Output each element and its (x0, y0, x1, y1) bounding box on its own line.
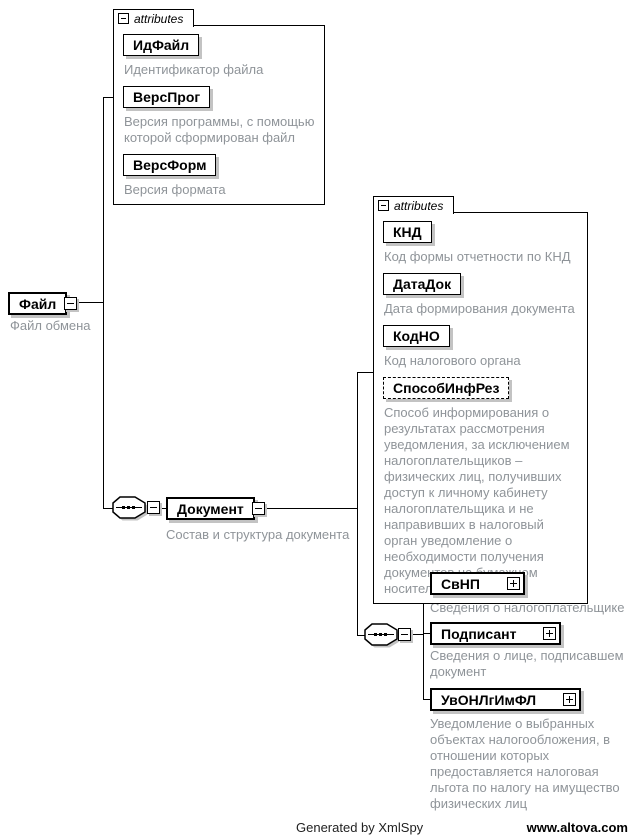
attribute-name-box[interactable]: ВерсФорм (123, 154, 217, 176)
altova-link[interactable]: www.altova.com (526, 820, 628, 835)
element-svnp[interactable]: СвНП (430, 572, 525, 595)
connector-line (160, 508, 170, 509)
collapse-minus-icon[interactable] (378, 200, 389, 211)
sequence-icon[interactable] (361, 620, 401, 650)
attr-kod-no: КодНО Код налогового органа (383, 325, 578, 369)
connector-line (60, 302, 103, 303)
connector-line (357, 372, 358, 636)
element-document[interactable]: Документ (166, 497, 265, 520)
document-attributes-tab: attributes (373, 196, 455, 214)
attribute-name-box[interactable]: ВерсПрог (123, 86, 211, 108)
expand-plus-icon[interactable] (543, 626, 557, 640)
collapse-minus-icon[interactable] (118, 13, 129, 24)
element-annotation: Уведомление о выбранных объектах налогоо… (430, 716, 620, 811)
connector-line (103, 97, 104, 509)
attributes-tab-label: attributes (394, 198, 444, 213)
attr-id-file: ИдФайл Идентификатор файла (123, 34, 315, 78)
element-uvonlgimfl[interactable]: УвОНЛгИмФЛ (430, 688, 582, 711)
element-annotation: Состав и структура документа (166, 527, 350, 542)
attribute-name-box-optional[interactable]: СпособИнфРез (383, 377, 510, 399)
element-podpisant[interactable]: Подписант (430, 622, 562, 645)
collapse-minus-icon[interactable] (147, 501, 160, 514)
connector-line (423, 699, 435, 700)
attr-knd: КНД Код формы отчетности по КНД (383, 221, 578, 265)
connector-line (410, 634, 424, 635)
element-label: УвОНЛгИмФЛ (441, 691, 537, 708)
element-label: Документ (177, 500, 244, 517)
attribute-annotation: Код формы отчетности по КНД (384, 249, 571, 264)
document-attributes-group: attributes КНД Код формы отчетности по К… (373, 196, 588, 604)
attribute-name-box[interactable]: КодНО (383, 325, 450, 347)
collapse-minus-icon[interactable] (64, 296, 78, 310)
attribute-name-box[interactable]: ДатаДок (383, 273, 462, 295)
attr-data-dok: ДатаДок Дата формирования документа (383, 273, 578, 317)
sequence-icon[interactable] (109, 493, 149, 523)
expand-plus-icon[interactable] (506, 576, 520, 590)
generated-by-label: Generated by XmlSpy (296, 820, 424, 835)
attribute-name-box[interactable]: ИдФайл (123, 34, 200, 56)
attr-vers-prog: ВерсПрог Версия программы, с помощью кот… (123, 86, 315, 146)
file-attributes-tab: attributes (113, 9, 195, 27)
connector-line (357, 372, 374, 373)
element-annotation: Файл обмена (10, 318, 91, 333)
connector-line (103, 508, 114, 509)
collapse-minus-icon[interactable] (251, 501, 265, 515)
attribute-name-box[interactable]: КНД (383, 221, 432, 243)
attr-vers-form: ВерсФорм Версия формата (123, 154, 315, 198)
attribute-annotation: Код налогового органа (384, 353, 521, 368)
connector-line (103, 97, 114, 98)
element-annotation: Сведения о лице, подписавшем документ (430, 648, 624, 679)
element-label: Подписант (441, 625, 517, 642)
connector-line (230, 508, 357, 509)
element-file[interactable]: Файл (8, 292, 78, 315)
connector-line (423, 633, 435, 634)
attributes-tab-label: attributes (134, 11, 184, 26)
element-label: Файл (19, 295, 57, 312)
connector-line (357, 635, 367, 636)
expand-plus-icon[interactable] (563, 692, 577, 706)
attribute-annotation: Дата формирования документа (384, 301, 575, 316)
attr-sposob-inf-rez: СпособИнфРез Способ информирования о рез… (383, 377, 578, 597)
connector-line (423, 583, 424, 700)
file-attributes-group: attributes ИдФайл Идентификатор файла Ве… (113, 9, 325, 205)
attribute-annotation: Идентификатор файла (124, 62, 264, 77)
attribute-annotation: Способ информирования о результатах расс… (384, 405, 570, 596)
collapse-minus-icon[interactable] (398, 628, 411, 641)
element-label: СвНП (441, 575, 480, 592)
attribute-annotation: Версия формата (124, 182, 226, 197)
attribute-annotation: Версия программы, с помощью которой сфор… (124, 114, 315, 145)
